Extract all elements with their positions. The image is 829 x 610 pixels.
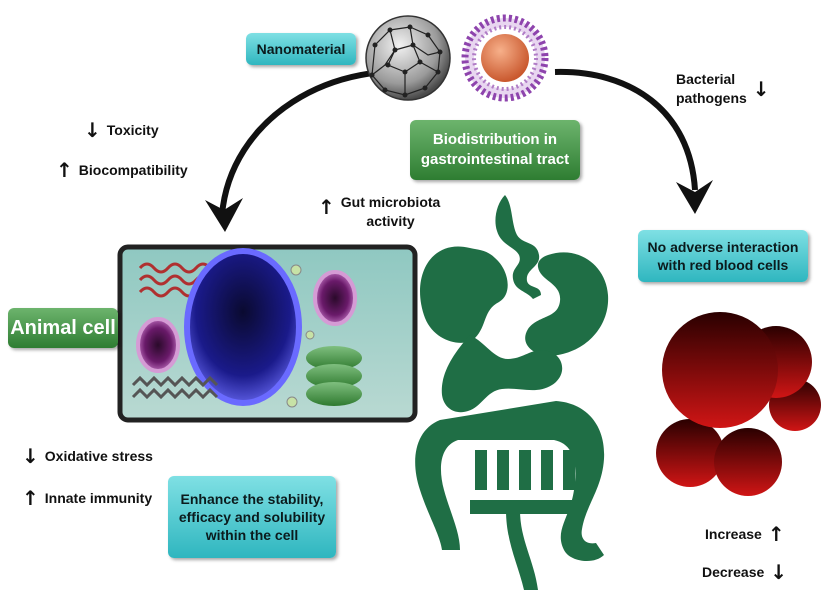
up-arrow-icon: ↑: [318, 195, 335, 219]
up-arrow-icon: ↑: [56, 158, 73, 182]
arrow-to-red-blood-cells: [554, 68, 698, 191]
legend-decrease: Decrease ↓: [702, 562, 787, 582]
zigzag-icon: [131, 375, 219, 400]
biocompatibility-indicator: ↑ Biocompatibility: [56, 160, 188, 180]
arrow-head-left: [205, 198, 243, 232]
oxidative-stress-indicator: ↓ Oxidative stress: [22, 446, 153, 466]
animal-cell-text: Animal cell: [10, 316, 116, 339]
nanomaterial-text: Nanomaterial: [256, 41, 346, 57]
legend-increase-text: Increase: [705, 526, 762, 542]
golgi-icon: [306, 346, 362, 406]
vesicle-icon: [313, 270, 357, 326]
legend-decrease-text: Decrease: [702, 564, 765, 580]
gut-microbiota-line2: activity: [366, 213, 415, 229]
biocompatibility-text: Biocompatibility: [78, 162, 188, 178]
animal-cell-diagram: [117, 244, 418, 423]
liposome-icon: [461, 14, 549, 102]
innate-immunity-text: Innate immunity: [44, 490, 153, 506]
down-arrow-icon: ↓: [752, 77, 770, 101]
bacterial-pathogens-indicator: Bacterial pathogens ↓: [676, 70, 770, 108]
gastrointestinal-tract-icon: [415, 195, 609, 590]
up-arrow-icon: ↑: [767, 522, 785, 546]
small-organelle-icon: [290, 264, 302, 276]
nucleus-icon: [184, 248, 302, 406]
gut-microbiota-indicator: ↑ Gut microbiota activity: [318, 193, 440, 231]
biodistribution-label: Biodistribution in gastrointestinal trac…: [410, 120, 580, 180]
red-blood-cells-icon: [656, 312, 821, 496]
enhance-label: Enhance the stability, efficacy and solu…: [168, 476, 336, 558]
toxicity-indicator: ↓ Toxicity: [84, 120, 159, 140]
toxicity-text: Toxicity: [106, 122, 159, 138]
innate-immunity-indicator: ↑ Innate immunity: [22, 488, 152, 508]
bacterial-line2: pathogens: [676, 90, 747, 106]
legend-increase: Increase ↑: [705, 524, 785, 544]
vesicle-icon: [136, 317, 180, 373]
oxidative-stress-text: Oxidative stress: [44, 448, 153, 464]
animal-cell-label: Animal cell: [8, 308, 118, 348]
small-organelle-icon: [286, 396, 298, 408]
buckyball-icon: [365, 15, 451, 101]
red-blood-text: No adverse interaction with red blood ce…: [647, 239, 799, 273]
up-arrow-icon: ↑: [22, 486, 39, 510]
nanomaterial-label: Nanomaterial: [246, 33, 356, 65]
red-blood-label: No adverse interaction with red blood ce…: [638, 230, 808, 282]
enhance-text: Enhance the stability, efficacy and solu…: [178, 491, 326, 543]
down-arrow-icon: ↓: [22, 444, 39, 468]
down-arrow-icon: ↓: [770, 560, 788, 584]
biodistribution-text: Biodistribution in gastrointestinal trac…: [420, 131, 570, 168]
gut-microbiota-line1: Gut microbiota: [340, 194, 441, 210]
arrow-head-right: [676, 180, 713, 214]
bacterial-line1: Bacterial: [676, 71, 736, 87]
small-organelle-icon: [305, 330, 315, 340]
down-arrow-icon: ↓: [84, 118, 101, 142]
